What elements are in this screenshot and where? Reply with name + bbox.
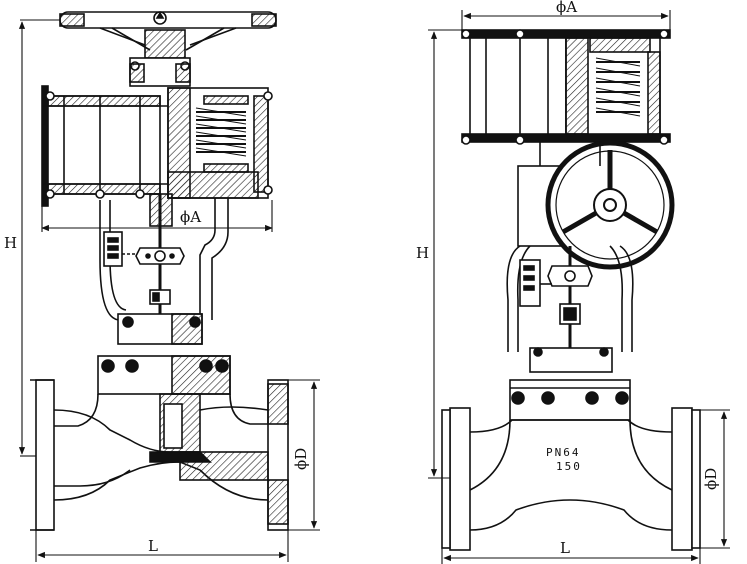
left-valve-body [30, 379, 289, 531]
left-handwheel [59, 11, 277, 59]
right-flange-diameter-label: ϕD [702, 468, 720, 490]
left-actuator-cylinder [41, 85, 172, 207]
right-valve-view [428, 10, 730, 564]
right-height-label: H [416, 244, 429, 262]
left-dimensions [18, 19, 320, 562]
left-positioner [103, 231, 185, 305]
right-actuator [461, 29, 671, 145]
left-actuator-diameter-label: ϕA [180, 208, 201, 226]
right-actuator-diameter-label: ϕA [556, 0, 577, 16]
right-body-marking-size: 150 [556, 460, 582, 473]
left-spring-housing [167, 87, 273, 199]
right-length-label: L [560, 539, 570, 557]
right-dimensions [428, 10, 730, 564]
right-yoke [506, 245, 634, 352]
left-flange-diameter-label: ϕD [292, 448, 310, 470]
right-bonnet [509, 347, 631, 421]
left-length-label: L [148, 537, 158, 555]
left-bonnet [97, 313, 231, 395]
left-valve-view [18, 11, 320, 562]
right-body-marking-pressure: PN64 [546, 446, 581, 459]
right-handwheel [517, 140, 675, 270]
left-height-label: H [4, 234, 17, 252]
left-upper-yoke [129, 57, 191, 87]
right-valve-body [441, 407, 701, 551]
